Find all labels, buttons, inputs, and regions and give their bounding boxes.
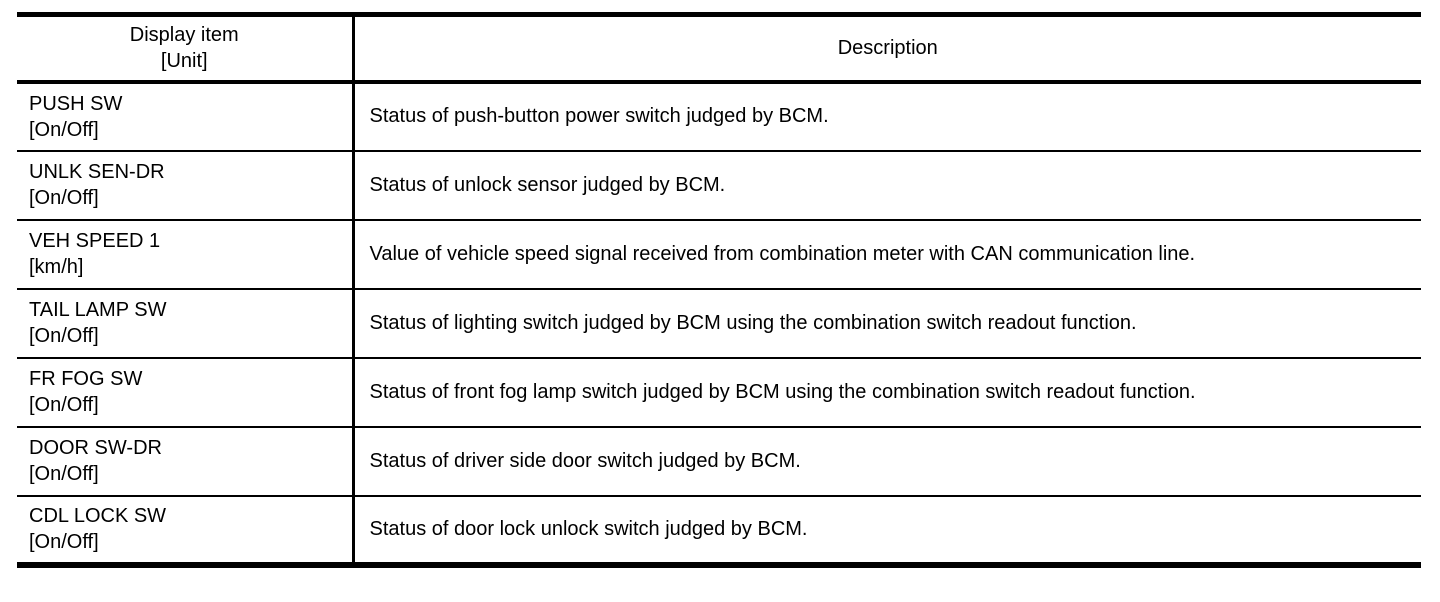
table-row: TAIL LAMP SW [On/Off] Status of lighting… <box>17 288 1421 359</box>
description-cell: Status of door lock unlock switch judged… <box>369 517 808 540</box>
display-item-unit: [On/Off] <box>29 463 99 485</box>
header-display-item-line2: [Unit] <box>160 50 208 73</box>
display-item-unit: [km/h] <box>29 256 84 278</box>
display-item-name: FR FOG SW <box>29 368 143 390</box>
display-item-unit: [On/Off] <box>29 187 99 209</box>
description-cell: Value of vehicle speed signal received f… <box>353 219 1421 290</box>
display-item-name: DOOR SW-DR <box>29 437 162 459</box>
display-item-cell: DOOR SW-DR [On/Off] <box>17 426 355 497</box>
table-row: CDL LOCK SW [On/Off] Status of door lock… <box>17 495 1421 565</box>
display-item-unit: [On/Off] <box>29 118 99 141</box>
display-item-unit: [On/Off] <box>29 531 99 553</box>
description-cell: Status of front fog lamp switch judged b… <box>353 357 1421 428</box>
header-row: Display item [Unit] Description <box>17 14 1421 84</box>
display-item-cell: TAIL LAMP SW [On/Off] <box>17 288 355 359</box>
table-row: DOOR SW-DR [On/Off] Status of driver sid… <box>17 426 1421 497</box>
display-item-name: PUSH SW <box>29 92 123 115</box>
header-description: Description <box>353 14 1421 84</box>
table-row: PUSH SW [On/Off] Status of push-button p… <box>17 81 1421 152</box>
table-header: Display item [Unit] Description <box>17 14 1421 84</box>
table-row: FR FOG SW [On/Off] Status of front fog l… <box>17 357 1421 428</box>
display-items-table-container: Display item [Unit] Description PUSH SW … <box>17 12 1421 568</box>
header-display-item: Display item [Unit] <box>17 14 355 84</box>
display-item-cell: FR FOG SW [On/Off] <box>17 357 355 428</box>
display-item-cell: CDL LOCK SW [On/Off] <box>17 495 355 565</box>
description-cell: Status of lighting switch judged by BCM … <box>353 288 1421 359</box>
display-item-cell: UNLK SEN-DR [On/Off] <box>17 150 355 221</box>
description-cell: Status of push-button power switch judge… <box>353 81 1421 152</box>
header-display-item-line1: Display item <box>129 24 239 47</box>
display-item-unit: [On/Off] <box>29 394 99 416</box>
display-item-cell: PUSH SW [On/Off] <box>17 81 355 152</box>
table-body: PUSH SW [On/Off] Status of push-button p… <box>17 81 1421 565</box>
table-row: UNLK SEN-DR [On/Off] Status of unlock se… <box>17 150 1421 221</box>
display-item-name: TAIL LAMP SW <box>29 299 167 321</box>
display-item-name: UNLK SEN-DR <box>29 161 165 183</box>
display-item-name: VEH SPEED 1 <box>29 230 161 252</box>
display-item-cell: VEH SPEED 1 [km/h] <box>17 219 355 290</box>
display-items-table: Display item [Unit] Description PUSH SW … <box>17 12 1421 568</box>
description-cell: Status of driver side door switch judged… <box>353 426 1421 497</box>
table-row: VEH SPEED 1 [km/h] Value of vehicle spee… <box>17 219 1421 290</box>
description-cell: Status of unlock sensor judged by BCM. <box>353 150 1421 221</box>
display-item-unit: [On/Off] <box>29 325 99 347</box>
display-item-name: CDL LOCK SW <box>29 505 167 527</box>
